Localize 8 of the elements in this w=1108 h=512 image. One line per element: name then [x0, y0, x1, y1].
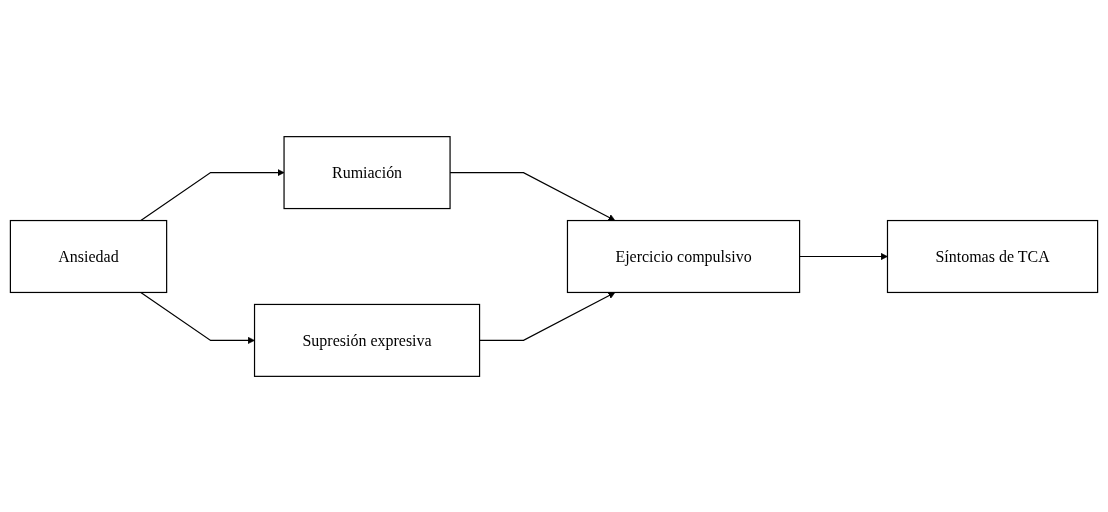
- arrow: [799, 252, 888, 260]
- node-box: Rumiación: [283, 135, 451, 209]
- node-box: Síntomas de TCA: [886, 219, 1099, 293]
- node-box: Ejercicio compulsivo: [566, 219, 801, 293]
- node-box: Supresión expresiva: [253, 303, 481, 377]
- arrow: [140, 291, 255, 344]
- arrow: [140, 168, 285, 221]
- node-box: Ansiedad: [9, 219, 168, 293]
